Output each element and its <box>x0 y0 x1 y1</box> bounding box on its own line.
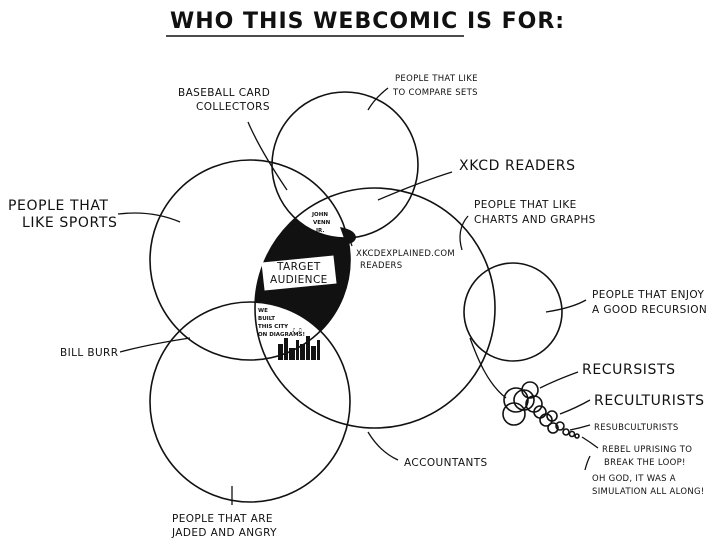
sports-label-line2: LIKE SPORTS <box>22 215 118 231</box>
compare-label-line1: PEOPLE THAT LIKE <box>395 74 478 84</box>
recursists-leader <box>539 371 579 389</box>
rebel-leader <box>581 436 599 449</box>
compare-leader <box>367 87 389 111</box>
accountants-leader <box>367 431 399 461</box>
charts-label-line2: CHARTS AND GRAPHS <box>474 214 596 226</box>
recursion-label-line2: A GOOD RECURSION <box>592 304 707 316</box>
john-venn-line3: JR. <box>315 228 324 234</box>
resubculturists-label: RESUBCULTURISTS <box>594 423 679 433</box>
billburr-leader <box>119 337 191 353</box>
explained-label-line1: XKCDEXPLAINED.COM <box>356 249 455 259</box>
comic-title: WHO THIS WEBCOMIC IS FOR: <box>170 9 565 34</box>
compare-sets-circle <box>271 91 419 239</box>
rebel-label-line1: REBEL UPRISING TO <box>602 445 692 455</box>
rebel-label-line2: BREAK THE LOOP! <box>604 458 686 468</box>
john-venn-line2: VENN <box>313 220 331 226</box>
recursion-circle <box>463 262 563 362</box>
john-venn-line1: JOHN <box>311 212 328 218</box>
charts-circle <box>254 187 496 429</box>
city-text-line3: THIS CITY <box>258 324 289 330</box>
resubculturists-leader <box>569 424 591 431</box>
music-note-icon: ♪ ♫ <box>292 327 302 334</box>
city-skyline-icon <box>278 336 320 360</box>
sim-label-line1: OH GOD, IT WAS A <box>592 474 676 484</box>
jaded-label-line2: JADED AND ANGRY <box>171 527 277 539</box>
recursive-circle-cluster <box>502 381 580 439</box>
compare-label-line2: TO COMPARE SETS <box>392 88 478 98</box>
recursion-tail <box>469 337 507 399</box>
jaded-label-line1: PEOPLE THAT ARE <box>172 513 273 525</box>
reculturists-leader <box>559 399 591 415</box>
baseball-label-line2: COLLECTORS <box>196 101 270 113</box>
target-audience-box: TARGET AUDIENCE <box>261 255 337 291</box>
city-text-line2: BUILT <box>258 316 275 322</box>
xkcd-readers-label: XKCD READERS <box>459 158 576 174</box>
baseball-leader <box>247 121 288 191</box>
xkcd-leader <box>377 171 453 201</box>
target-label-line1: TARGET <box>276 261 321 273</box>
baseball-label-line1: BASEBALL CARD <box>178 87 270 99</box>
city-text-line4: ON DIAGRAMS! <box>258 332 305 338</box>
charts-label-line1: PEOPLE THAT LIKE <box>474 199 577 211</box>
explained-bulge <box>340 227 356 244</box>
recursion-label-line1: PEOPLE THAT ENJOY <box>592 289 704 301</box>
reculturists-label: RECULTURISTS <box>594 393 705 409</box>
sim-label-line2: SIMULATION ALL ALONG! <box>592 487 705 497</box>
explained-label-line2: READERS <box>360 261 402 271</box>
sports-label-line1: PEOPLE THAT <box>8 198 109 214</box>
sim-leader <box>584 455 591 471</box>
sports-circle <box>149 159 351 361</box>
explained-leader <box>347 235 353 247</box>
recursion-leader <box>545 299 587 313</box>
target-audience-region <box>255 188 350 360</box>
bill-burr-label: BILL BURR <box>60 347 118 359</box>
sports-leader <box>117 212 181 223</box>
charts-leader <box>459 215 469 251</box>
target-label-line2: AUDIENCE <box>270 274 328 286</box>
recursists-label: RECURSISTS <box>582 362 676 378</box>
city-text-line1: WE <box>258 308 268 314</box>
accountants-label: ACCOUNTANTS <box>404 457 488 469</box>
jaded-circle <box>149 301 351 503</box>
